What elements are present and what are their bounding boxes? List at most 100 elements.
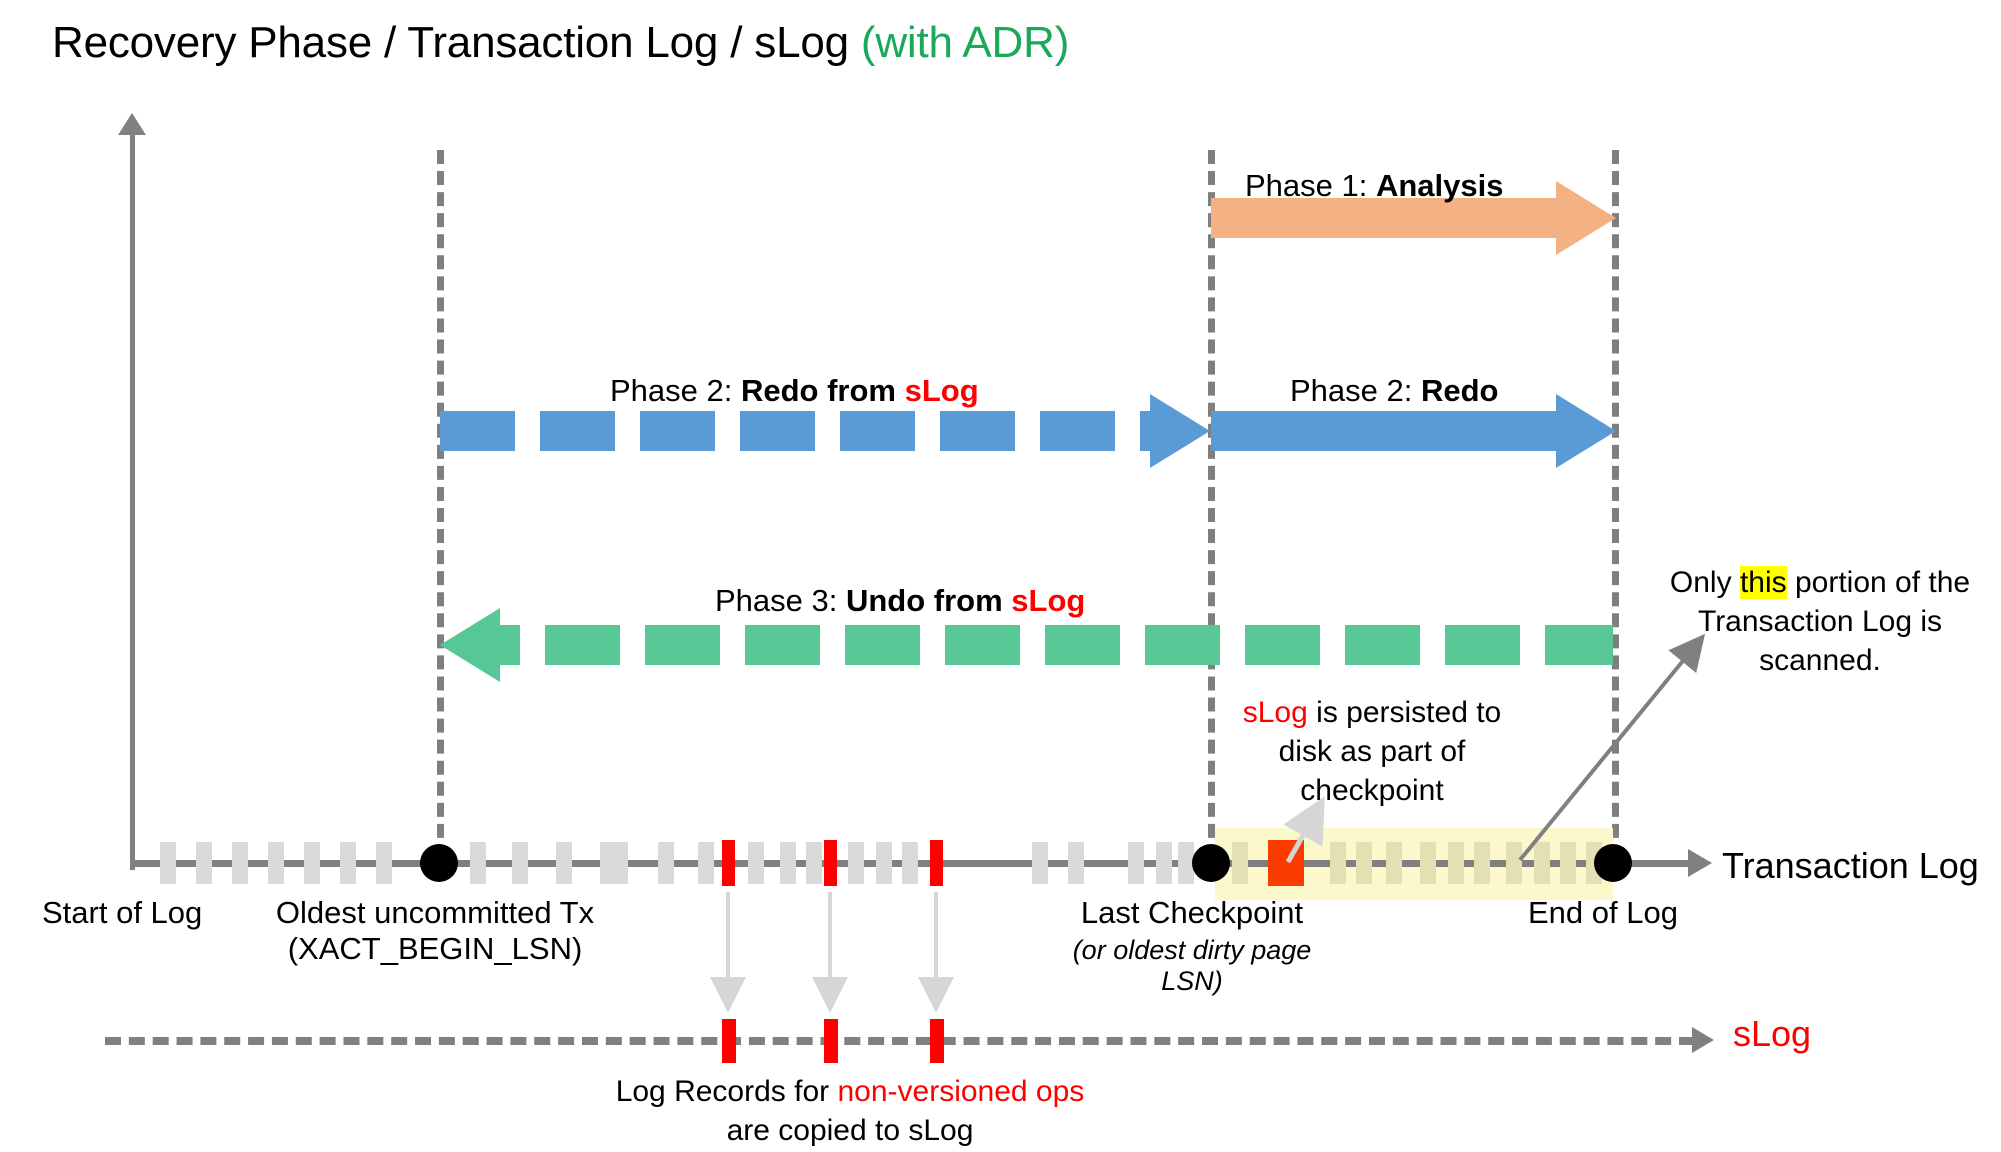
- log-record-tick: [1068, 842, 1084, 884]
- log-record-tick-scanned: [1232, 842, 1248, 884]
- label-last-checkpoint-note: (or oldest dirty page LSN): [1072, 935, 1312, 997]
- slog-record-tick: [930, 1019, 944, 1063]
- nonversioned-log-record-tick: [930, 840, 943, 886]
- log-record-tick: [340, 842, 356, 884]
- last-checkpoint-title: Last Checkpoint: [1080, 895, 1304, 930]
- label-start-of-log: Start of Log: [42, 895, 203, 930]
- analysis-name: Analysis: [1375, 168, 1504, 203]
- undo-slog-dash: [745, 625, 820, 665]
- log-record-tick: [1128, 842, 1144, 884]
- redo-name: Redo: [1420, 373, 1499, 408]
- log-record-tick: [556, 842, 572, 884]
- log-record-tick: [1032, 842, 1048, 884]
- undo-slog-highlight: sLog: [1011, 583, 1086, 618]
- undo-slog-dash: [645, 625, 720, 665]
- undo-slog-dash: [1345, 625, 1420, 665]
- title-adr-suffix: (with ADR): [860, 18, 1070, 67]
- log-record-tick: [658, 842, 674, 884]
- marker-dot-end-of-log: [1594, 844, 1632, 882]
- nonversioned-log-record-tick: [722, 840, 735, 886]
- log-record-tick: [748, 842, 764, 884]
- log-record-tick: [1178, 842, 1194, 884]
- phase-label-analysis: Phase 1: Analysis: [1245, 168, 1504, 204]
- log-record-tick: [160, 842, 176, 884]
- scanned-anno-line1b: portion of the: [1786, 566, 1971, 599]
- slog-record-tick: [824, 1019, 838, 1063]
- redo-slog-dash: [440, 411, 515, 451]
- y-axis-line: [130, 125, 135, 870]
- undo-slog-dash: [845, 625, 920, 665]
- marker-dot-last-checkpoint: [1192, 844, 1230, 882]
- phase-label-undo-from-slog: Phase 3: Undo from sLog: [715, 583, 1085, 619]
- undo-slog-dash: [1145, 625, 1220, 665]
- redo-slog-dash: [1040, 411, 1115, 451]
- analysis-arrow-head-icon: [1556, 181, 1616, 255]
- phase-label-redo-from-slog: Phase 2: Redo from sLog: [610, 373, 979, 409]
- last-checkpoint-note-l2: LSN): [1161, 966, 1223, 996]
- log-record-tick: [876, 842, 892, 884]
- oldest-tx-line2: (XACT_BEGIN_LSN): [287, 931, 583, 966]
- log-record-tick: [512, 842, 528, 884]
- log-record-tick-scanned: [1560, 842, 1576, 884]
- redo-prefix: Phase 2:: [1290, 373, 1421, 408]
- log-record-tick: [196, 842, 212, 884]
- marker-dot-oldest-tx: [420, 844, 458, 882]
- log-record-tick: [902, 842, 918, 884]
- checkpoint-anno-slog: sLog: [1242, 696, 1308, 729]
- guide-line-oldest-tx: [437, 150, 444, 880]
- redo-slog-dash: [940, 411, 1015, 451]
- log-record-tick-scanned: [1420, 842, 1436, 884]
- scanned-anno-line1a: Only: [1669, 566, 1740, 599]
- undo-slog-dash: [545, 625, 620, 665]
- redo-slog-dash: [540, 411, 615, 451]
- log-record-tick: [698, 842, 714, 884]
- log-record-tick: [1156, 842, 1172, 884]
- redo-slog-arrow-head-icon: [1150, 394, 1210, 468]
- log-record-tick: [848, 842, 864, 884]
- annotation-slog-copy: Log Records for non-versioned ops are co…: [560, 1072, 1140, 1150]
- log-record-tick-scanned: [1448, 842, 1464, 884]
- redo-slog-prefix: Phase 2:: [610, 373, 741, 408]
- undo-slog-arrow-head-icon: [440, 608, 500, 682]
- undo-slog-name: Undo from: [845, 583, 1012, 618]
- undo-slog-prefix: Phase 3:: [715, 583, 846, 618]
- log-record-tick: [780, 842, 796, 884]
- y-axis-arrowhead-icon: [118, 113, 146, 135]
- checkpoint-anno-line2: disk as part of: [1278, 735, 1466, 768]
- undo-slog-dash: [1445, 625, 1520, 665]
- checkpoint-slog-record-tick: [1268, 840, 1304, 886]
- log-record-tick-scanned: [1330, 842, 1346, 884]
- log-record-tick-scanned: [1506, 842, 1522, 884]
- nonversioned-log-record-tick: [824, 840, 837, 886]
- redo-arrow-head-icon: [1556, 394, 1616, 468]
- scanned-anno-line2: Transaction Log is scanned.: [1697, 605, 1942, 677]
- redo-slog-dash: [840, 411, 915, 451]
- slog-copy-line1a: Log Records for: [615, 1075, 838, 1108]
- undo-slog-dash: [945, 625, 1020, 665]
- oldest-tx-line1: Oldest uncommitted Tx: [275, 895, 595, 930]
- title-main: Recovery Phase / Transaction Log / sLog: [52, 18, 861, 67]
- label-oldest-uncommitted-tx: Oldest uncommitted Tx (XACT_BEGIN_LSN): [260, 895, 610, 967]
- checkpoint-anno-line1: is persisted to: [1307, 696, 1502, 729]
- last-checkpoint-note-l1: (or oldest dirty page: [1072, 935, 1312, 965]
- redo-slog-name: Redo from: [740, 373, 905, 408]
- log-record-tick-scanned: [1474, 842, 1490, 884]
- log-record-tick-scanned: [1534, 842, 1550, 884]
- analysis-prefix: Phase 1:: [1245, 168, 1376, 203]
- guide-line-last-checkpoint: [1208, 150, 1215, 880]
- redo-slog-dash: [640, 411, 715, 451]
- slog-copy-nonversioned: non-versioned ops: [837, 1075, 1085, 1108]
- undo-slog-dash: [1545, 625, 1613, 665]
- log-record-tick: [232, 842, 248, 884]
- log-record-tick: [806, 842, 822, 884]
- label-last-checkpoint: Last Checkpoint: [1072, 895, 1312, 931]
- log-record-tick-scanned: [1356, 842, 1372, 884]
- slog-copy-line2: are copied to sLog: [726, 1114, 974, 1147]
- log-record-tick: [304, 842, 320, 884]
- log-record-tick: [268, 842, 284, 884]
- checkpoint-anno-line3: checkpoint: [1300, 774, 1444, 807]
- annotation-checkpoint-persist: sLog is persisted to disk as part of che…: [1222, 693, 1522, 810]
- log-record-tick: [612, 842, 628, 884]
- redo-slog-highlight: sLog: [904, 373, 979, 408]
